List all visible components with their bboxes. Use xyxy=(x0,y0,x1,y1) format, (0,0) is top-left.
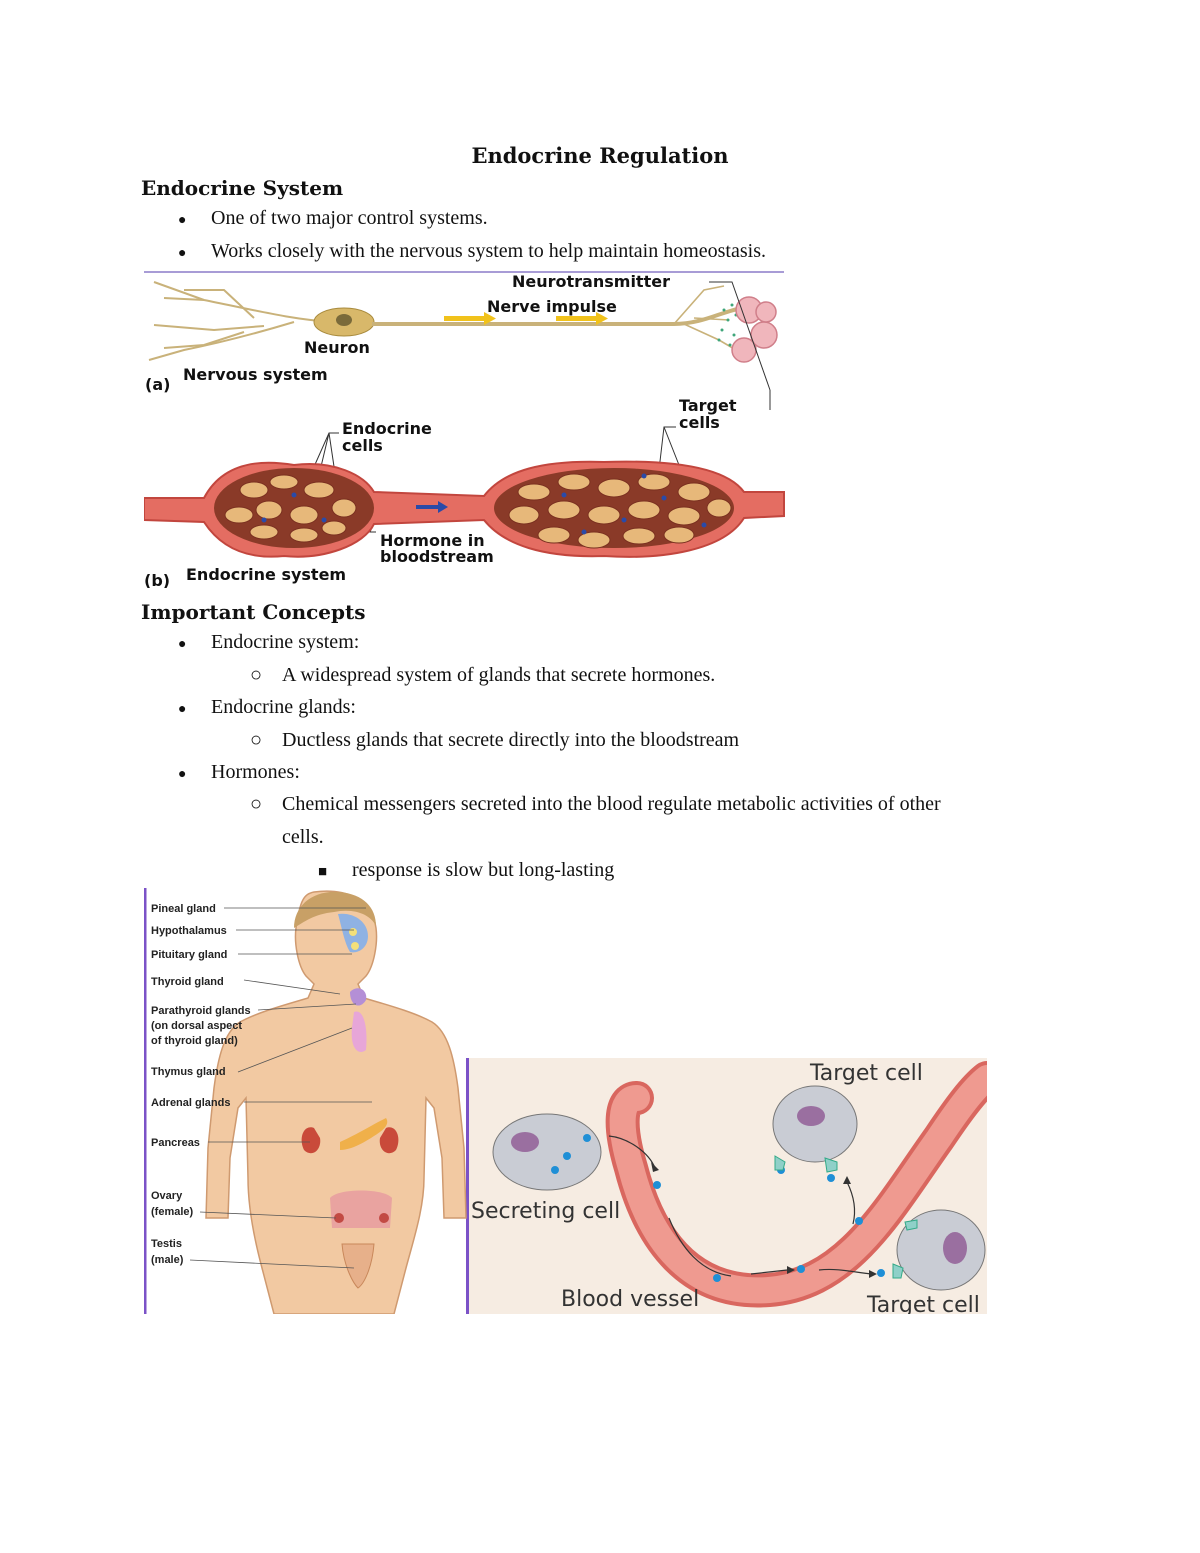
bullet-text: Endocrine system: xyxy=(211,631,360,653)
label-hormone-in: Hormone in xyxy=(380,531,485,550)
bullet-icon: ● xyxy=(178,637,187,652)
bullet-text: Hormones: xyxy=(211,761,300,783)
bullet-item: ● Endocrine glands: xyxy=(178,696,356,719)
bullet-text: One of two major control systems. xyxy=(211,207,488,229)
label-neurotransmitter: Neurotransmitter xyxy=(512,272,670,291)
bullet-item: ● One of two major control systems. xyxy=(178,207,488,230)
label-thyroid-gland: Thyroid gland xyxy=(151,976,224,988)
circle-bullet-icon: ○ xyxy=(250,664,263,686)
label-ovary: Ovary xyxy=(151,1190,183,1202)
target-cells-nerve xyxy=(731,296,778,363)
circle-bullet-icon: ○ xyxy=(250,793,263,815)
label-adrenal-glands: Adrenal glands xyxy=(151,1097,230,1109)
bullet-icon: ● xyxy=(178,246,187,261)
label-part-b: (b) xyxy=(144,571,170,588)
section-heading-important-concepts: Important Concepts xyxy=(141,600,366,624)
label-pineal-gland: Pineal gland xyxy=(151,903,216,915)
nerve-impulse-arrows xyxy=(444,312,608,325)
label-pituitary-gland: Pituitary gland xyxy=(151,949,227,961)
gland-leader-lines xyxy=(189,907,372,1269)
page-title: Endocrine Regulation xyxy=(471,143,729,168)
label-target: Target xyxy=(679,396,737,415)
sub-bullet-item: ○ Chemical messengers secreted into the … xyxy=(250,793,941,816)
label-endocrine: Endocrine xyxy=(342,419,432,438)
secreting-cell xyxy=(492,1113,602,1191)
label-bloodstream: bloodstream xyxy=(380,547,494,566)
label-endocrine-system: Endocrine system xyxy=(186,565,346,584)
nervous-endocrine-figure: Neurotransmitter Nerve impulse Neuron (a… xyxy=(144,271,785,588)
bullet-item: ● Works closely with the nervous system … xyxy=(178,240,766,263)
square-bullet-icon: ■ xyxy=(318,864,328,880)
bullet-text: Endocrine glands: xyxy=(211,696,356,718)
label-nerve-impulse: Nerve impulse xyxy=(487,297,617,316)
label-target-cells: cells xyxy=(679,413,720,432)
sub-bullet-text: Chemical messengers secreted into the bl… xyxy=(282,793,941,815)
section-heading-endocrine-system: Endocrine System xyxy=(141,176,344,200)
right-divider xyxy=(466,1058,469,1314)
label-testis: Testis xyxy=(151,1238,182,1250)
label-part-a: (a) xyxy=(145,375,170,394)
label-target-cell-bottom: Target cell xyxy=(866,1293,980,1314)
sub-bullet-continuation: cells. xyxy=(282,826,324,848)
bullet-text: Works closely with the nervous system to… xyxy=(211,240,766,262)
label-parathyroid-note-1: (on dorsal aspect xyxy=(151,1020,242,1032)
label-endocrine-cells: cells xyxy=(342,436,383,455)
hormone-transport-figure: Target cell Secreting cell Blood vessel … xyxy=(469,1058,987,1314)
bullet-item: ● Endocrine system: xyxy=(178,631,359,654)
circle-bullet-icon: ○ xyxy=(250,729,263,751)
flow-arrows xyxy=(608,1135,872,1277)
target-cells-leader xyxy=(658,426,680,471)
label-hypothalamus: Hypothalamus xyxy=(151,925,227,937)
endocrine-tissue xyxy=(144,460,785,558)
left-divider xyxy=(144,888,147,1314)
label-thymus-gland: Thymus gland xyxy=(151,1066,226,1078)
sub-bullet-item: ○ Ductless glands that secrete directly … xyxy=(250,729,739,752)
endocrine-glands-figure: Pineal gland Hypothalamus Pituitary glan… xyxy=(144,888,469,1314)
bullet-icon: ● xyxy=(178,702,187,717)
sub-bullet-item: ○ A widespread system of glands that sec… xyxy=(250,664,715,687)
axon-terminals xyxy=(673,285,737,351)
bullet-icon: ● xyxy=(178,213,187,228)
sub-bullet-text: A widespread system of glands that secre… xyxy=(282,664,716,686)
label-female: (female) xyxy=(151,1206,194,1218)
target-cell-top xyxy=(772,1085,858,1173)
label-male: (male) xyxy=(151,1254,184,1266)
target-cell-bottom xyxy=(892,1209,986,1291)
sub-bullet-text: Ductless glands that secrete directly in… xyxy=(282,729,740,751)
label-blood-vessel: Blood vessel xyxy=(561,1287,699,1312)
label-neuron: Neuron xyxy=(304,338,370,357)
bullet-icon: ● xyxy=(178,767,187,782)
sub-sub-bullet-text: response is slow but long-lasting xyxy=(352,859,615,881)
label-secreting-cell: Secreting cell xyxy=(471,1199,620,1224)
label-target-cell-top: Target cell xyxy=(809,1061,923,1086)
label-parathyroid-glands: Parathyroid glands xyxy=(151,1005,251,1017)
bullet-item: ● Hormones: xyxy=(178,761,300,784)
gland-labels: Pineal gland Hypothalamus Pituitary glan… xyxy=(151,903,251,1266)
label-pancreas: Pancreas xyxy=(151,1137,200,1149)
neuron-nucleus xyxy=(336,314,352,326)
label-nervous-system: Nervous system xyxy=(183,365,328,384)
label-parathyroid-note-2: of thyroid gland) xyxy=(151,1035,238,1047)
human-body xyxy=(205,890,467,1314)
sub-sub-bullet-item: ■ response is slow but long-lasting xyxy=(318,859,614,882)
neurotransmitter-leader xyxy=(709,281,771,391)
